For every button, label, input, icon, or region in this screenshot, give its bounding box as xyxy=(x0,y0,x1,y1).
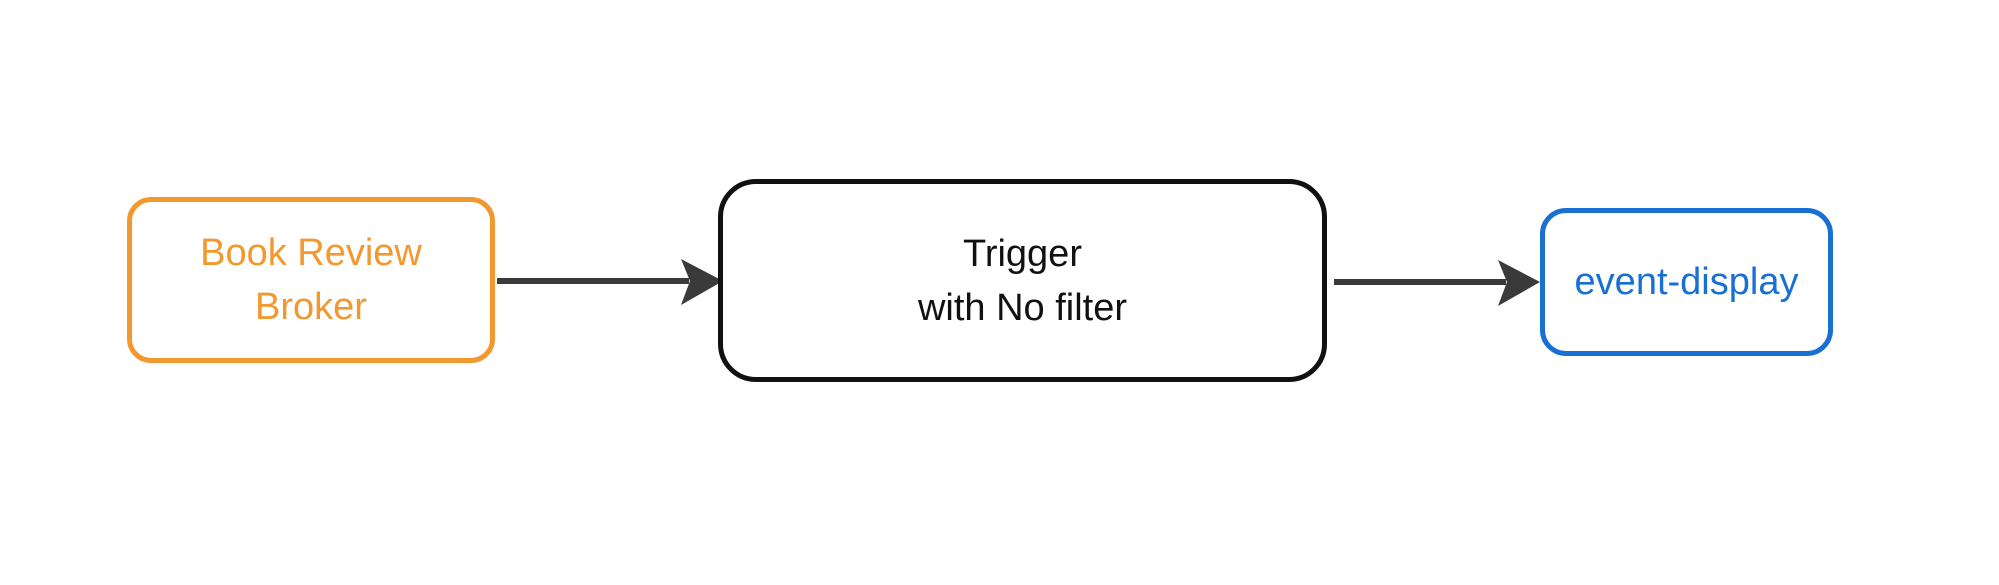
node-trigger-with-no-filter: Trigger with No filter xyxy=(718,179,1327,382)
node-label: with No filter xyxy=(917,286,1128,329)
node-book-review-broker: Book Review Broker xyxy=(127,197,495,363)
arrow-trigger-to-event-display xyxy=(1334,260,1540,306)
node-event-display: event-display xyxy=(1540,208,1833,356)
node-label: Book Review xyxy=(200,232,422,274)
node-label: event-display xyxy=(1574,261,1799,303)
arrow-broker-to-trigger xyxy=(497,259,723,305)
node-label: Trigger xyxy=(963,232,1082,275)
node-label: Broker xyxy=(255,286,367,328)
